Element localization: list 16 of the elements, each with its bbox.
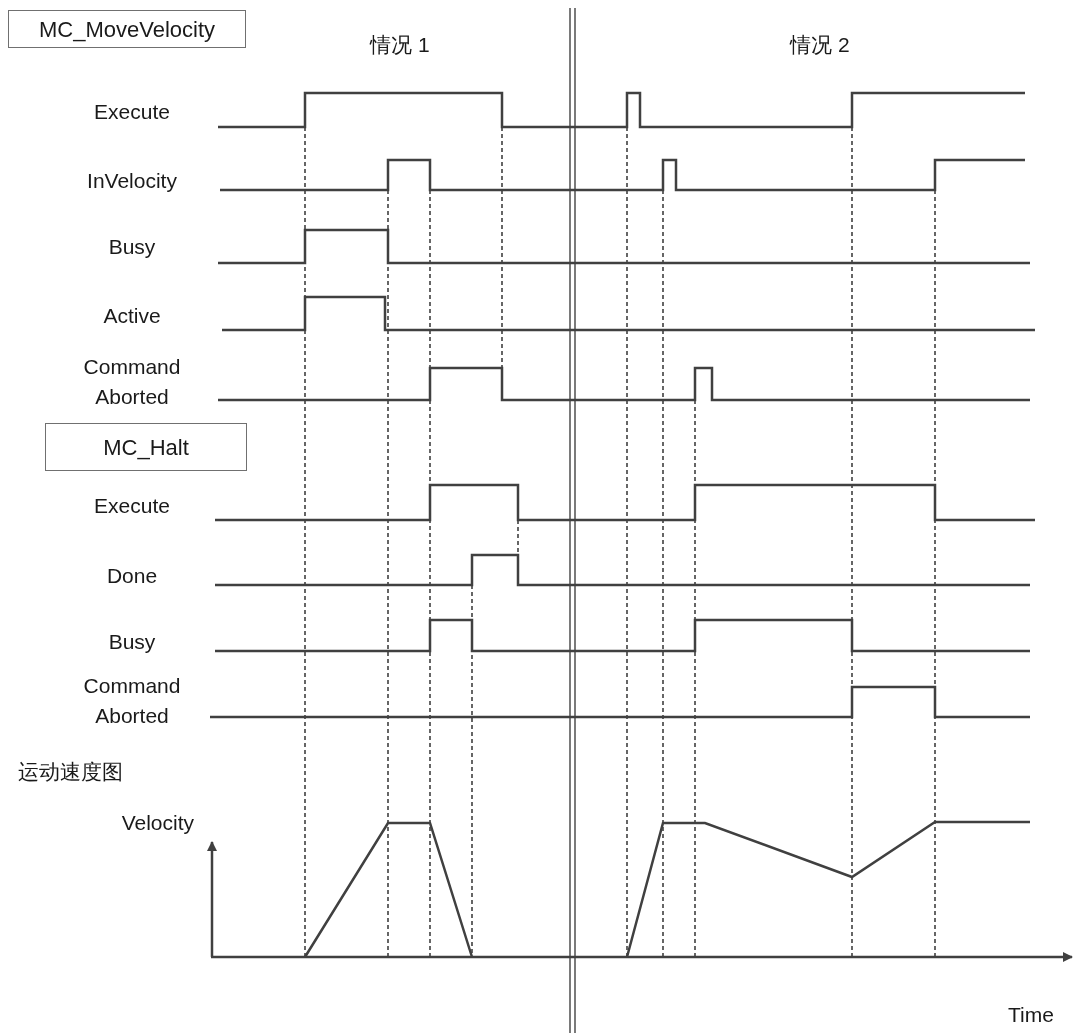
signal-label: InVelocity: [86, 168, 178, 194]
signal-label: Command Aborted: [82, 673, 182, 729]
function-block-box: MC_MoveVelocity: [8, 10, 246, 48]
signal-label: Execute: [93, 99, 171, 125]
signal-label: 运动速度图: [18, 759, 124, 785]
signal-label: 情况 2: [788, 32, 851, 58]
signal-label: Active: [102, 303, 162, 329]
signal-label: Velocity: [120, 810, 194, 836]
signal-label: Execute: [93, 493, 171, 519]
signal-label: Done: [105, 563, 159, 589]
signal-label: Busy: [107, 629, 157, 655]
signal-label: 情况 1: [368, 32, 431, 58]
signal-label: Busy: [107, 234, 157, 260]
signal-label: Command Aborted: [82, 354, 182, 410]
signal-label: Time: [1008, 1002, 1055, 1028]
function-block-box: MC_Halt: [45, 423, 247, 471]
